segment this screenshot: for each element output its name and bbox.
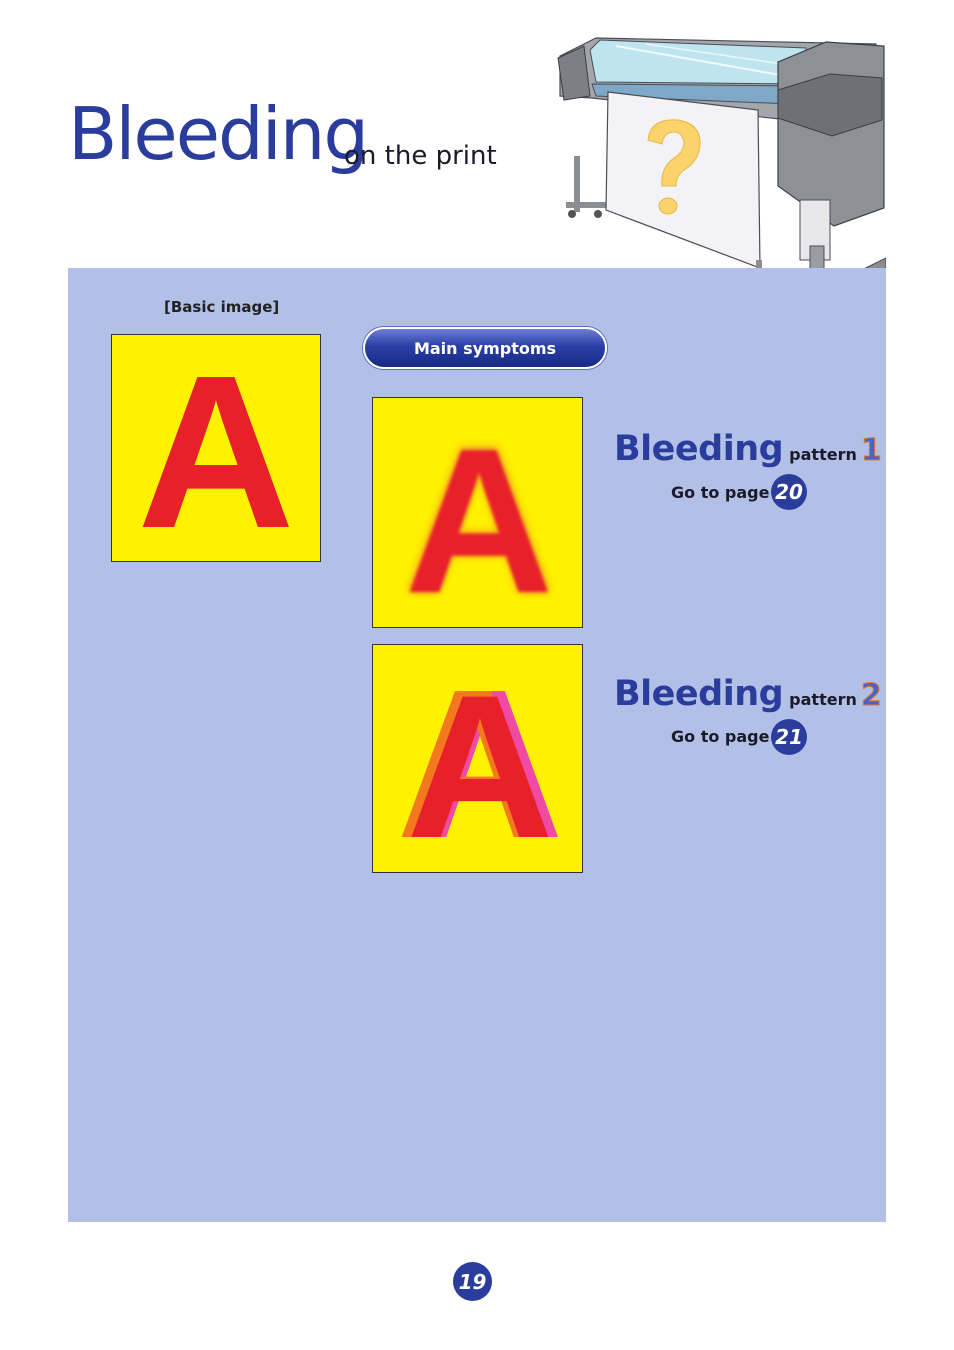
page-subtitle: on the print: [344, 141, 497, 171]
pattern-2-image: A A A: [372, 644, 583, 873]
pattern-1-page-link[interactable]: 20: [771, 474, 807, 510]
basic-image-label: [Basic image]: [164, 298, 280, 316]
pattern-1-number: 1: [860, 433, 882, 468]
printer-illustration-icon: [557, 37, 886, 310]
pattern-2-letter-orange: A: [396, 645, 549, 873]
pattern-2-goto-label: Go to page: [671, 727, 770, 746]
basic-image: A: [111, 334, 321, 562]
pattern-1-letter: A: [405, 406, 554, 628]
pattern-1-image: A A: [372, 397, 583, 628]
pattern-2-title: Bleeding: [614, 674, 784, 714]
pattern-2-letter: A: [406, 653, 553, 873]
page-number: 19: [453, 1262, 492, 1301]
pattern-1-goto-label: Go to page: [671, 483, 770, 502]
pattern-2-page-link[interactable]: 21: [771, 719, 807, 755]
pattern-2-number: 2: [860, 678, 882, 713]
pattern-1-title: Bleeding: [614, 429, 784, 469]
pattern-1-letter-halo: A: [403, 402, 555, 628]
pattern-1-word: pattern: [789, 445, 857, 464]
main-symptoms-button[interactable]: Main symptoms: [363, 327, 607, 369]
question-mark-icon: [647, 119, 701, 215]
pattern-2-letter-magenta: A: [410, 645, 563, 873]
page-title: Bleeding: [68, 92, 369, 176]
basic-letter: A: [137, 335, 294, 562]
pattern-2-word: pattern: [789, 690, 857, 709]
